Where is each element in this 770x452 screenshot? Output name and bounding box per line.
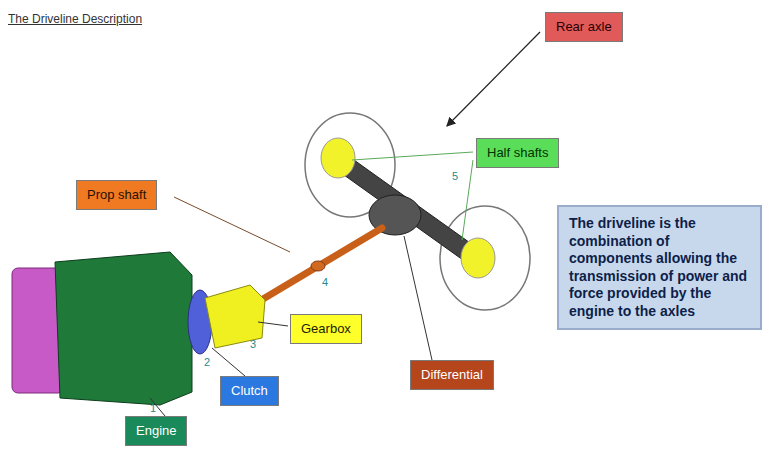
callout-number: 5 [452, 170, 458, 182]
part-label: Engine [125, 416, 187, 446]
part-label: Rear axle [545, 12, 623, 42]
part-label: Half shafts [476, 138, 559, 168]
label-text: Half shafts [487, 145, 548, 161]
label-text: Rear axle [556, 19, 612, 35]
label-text: Engine [136, 423, 176, 439]
callout-number: 1 [150, 402, 156, 414]
part-label: Clutch [220, 376, 279, 406]
label-text: Gearbox [301, 321, 351, 337]
label-text: Clutch [231, 383, 268, 399]
label-text: Prop shaft [87, 187, 146, 203]
diagram-title: The Driveline Description [8, 12, 142, 26]
part-label: Differential [410, 360, 494, 390]
part-label: Prop shaft [76, 180, 157, 210]
label-text: Differential [421, 367, 483, 383]
label-text: The driveline is the combination of comp… [569, 215, 750, 320]
callout-number: 4 [322, 276, 328, 288]
callout-number: 2 [204, 356, 210, 368]
callout-number: 3 [250, 338, 256, 350]
part-label: Gearbox [290, 314, 362, 344]
note-box: The driveline is the combination of comp… [557, 205, 762, 330]
